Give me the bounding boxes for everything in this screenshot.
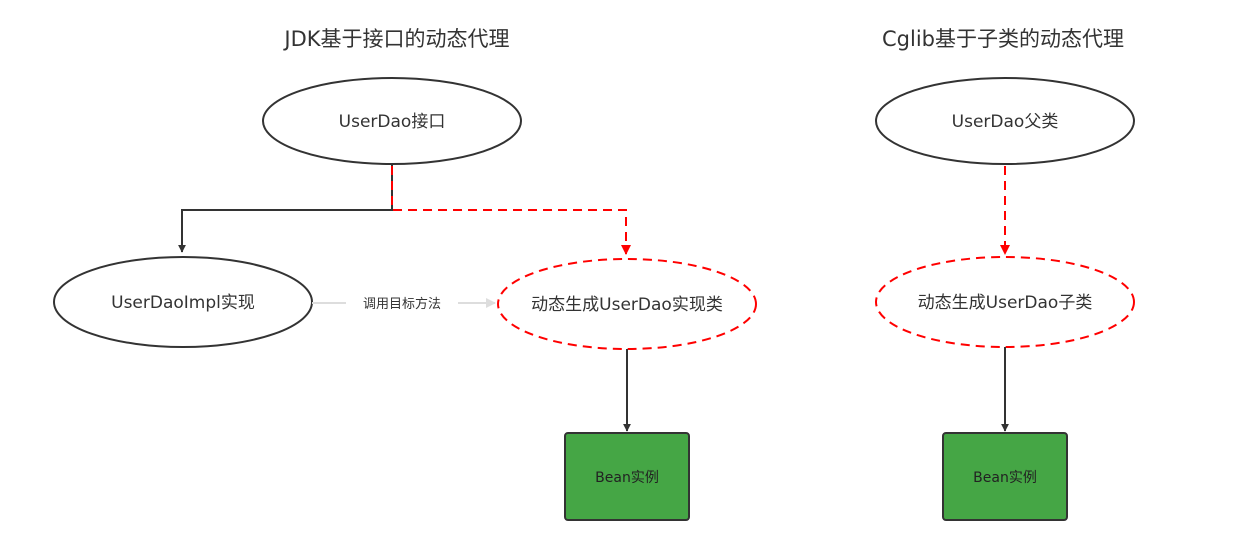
- cglib-parent-node: UserDao父类: [875, 77, 1135, 165]
- jdk-bean-label: Bean实例: [595, 470, 659, 486]
- jdk-impl-label: UserDaoImpl实现: [111, 293, 255, 313]
- cglib-bean-label: Bean实例: [973, 470, 1037, 486]
- cglib-proxy-node: 动态生成UserDao子类: [875, 256, 1135, 348]
- jdk-title: JDK基于接口的动态代理: [282, 27, 509, 51]
- edge-interface-to-proxy: [391, 166, 631, 255]
- cglib-bean-node: Bean实例: [942, 432, 1068, 521]
- cglib-proxy-label: 动态生成UserDao子类: [918, 293, 1093, 313]
- cglib-title: Cglib基于子类的动态代理: [882, 27, 1124, 51]
- edge-interface-to-impl: [178, 164, 393, 253]
- jdk-proxy-node: 动态生成UserDao实现类: [497, 258, 757, 350]
- jdk-proxy-label: 动态生成UserDao实现类: [531, 295, 723, 315]
- jdk-interface-label: UserDao接口: [339, 112, 446, 132]
- edge-impl-to-proxy: 调用目标方法: [312, 296, 496, 312]
- jdk-bean-node: Bean实例: [564, 432, 690, 521]
- edge-impl-to-proxy-label: 调用目标方法: [363, 296, 441, 312]
- jdk-interface-node: UserDao接口: [262, 77, 522, 165]
- jdk-impl-node: UserDaoImpl实现: [53, 256, 313, 348]
- cglib-parent-label: UserDao父类: [952, 112, 1059, 132]
